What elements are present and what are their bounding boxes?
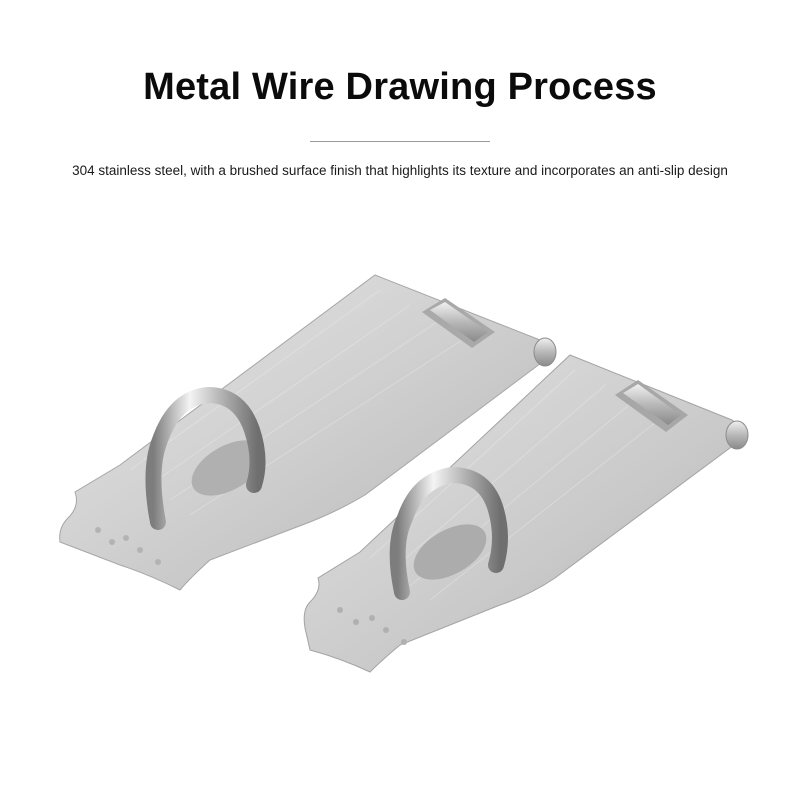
title-divider: [310, 141, 490, 142]
page-subtitle: 304 stainless steel, with a brushed surf…: [72, 163, 728, 178]
product-image: [59, 274, 749, 673]
hasp-left-plate: [59, 274, 550, 591]
hasp-left-staple-ring: [145, 386, 266, 530]
hasp-left-hinge-pin: [533, 337, 557, 367]
hasp-right-hinge-pin: [725, 420, 749, 450]
hasp-right-staple-ring: [389, 466, 508, 600]
hasp-right-plate: [303, 354, 743, 673]
hasp-left: [59, 274, 557, 591]
page-title: Metal Wire Drawing Process: [143, 66, 657, 108]
hasp-right: [303, 354, 749, 673]
